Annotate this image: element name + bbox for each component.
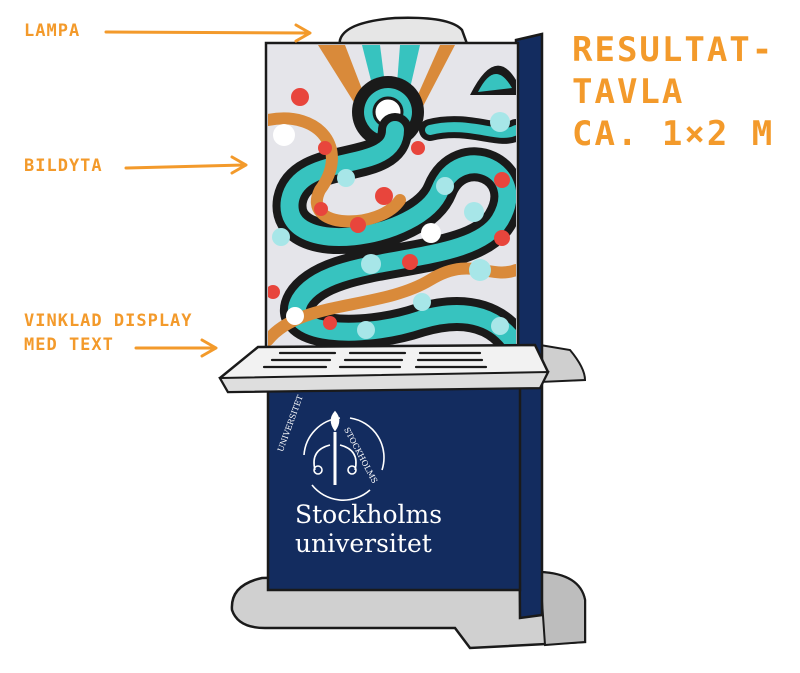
brand-name-line2: universitet (295, 529, 432, 558)
label-lampa: LAMPA (24, 21, 81, 41)
university-seal (303, 410, 385, 501)
annotation-arrows (104, 23, 312, 358)
stand-foot-side (538, 570, 586, 647)
image-artwork (268, 45, 516, 350)
label-vinklad-line1: VINKLAD DISPLAY (24, 311, 193, 331)
label-resultat-line1: RESULTAT- (572, 30, 775, 70)
arrow-vinklad (134, 338, 218, 358)
label-resultat-line2: TAVLA (572, 72, 685, 112)
label-bildyta: BILDYTA (24, 156, 103, 176)
lower-panel (266, 386, 522, 592)
display-text-lines (262, 351, 488, 369)
arrow-bildyta (124, 155, 248, 175)
shelf-back-wing (539, 343, 587, 384)
label-vinklad-line2: MED TEXT (24, 335, 114, 355)
label-resultat-line3: CA. 1×2 M (572, 114, 775, 154)
angled-display-edge (218, 370, 550, 394)
arrow-lampa (104, 23, 312, 43)
brand-name-line1: Stockholms (295, 500, 443, 529)
